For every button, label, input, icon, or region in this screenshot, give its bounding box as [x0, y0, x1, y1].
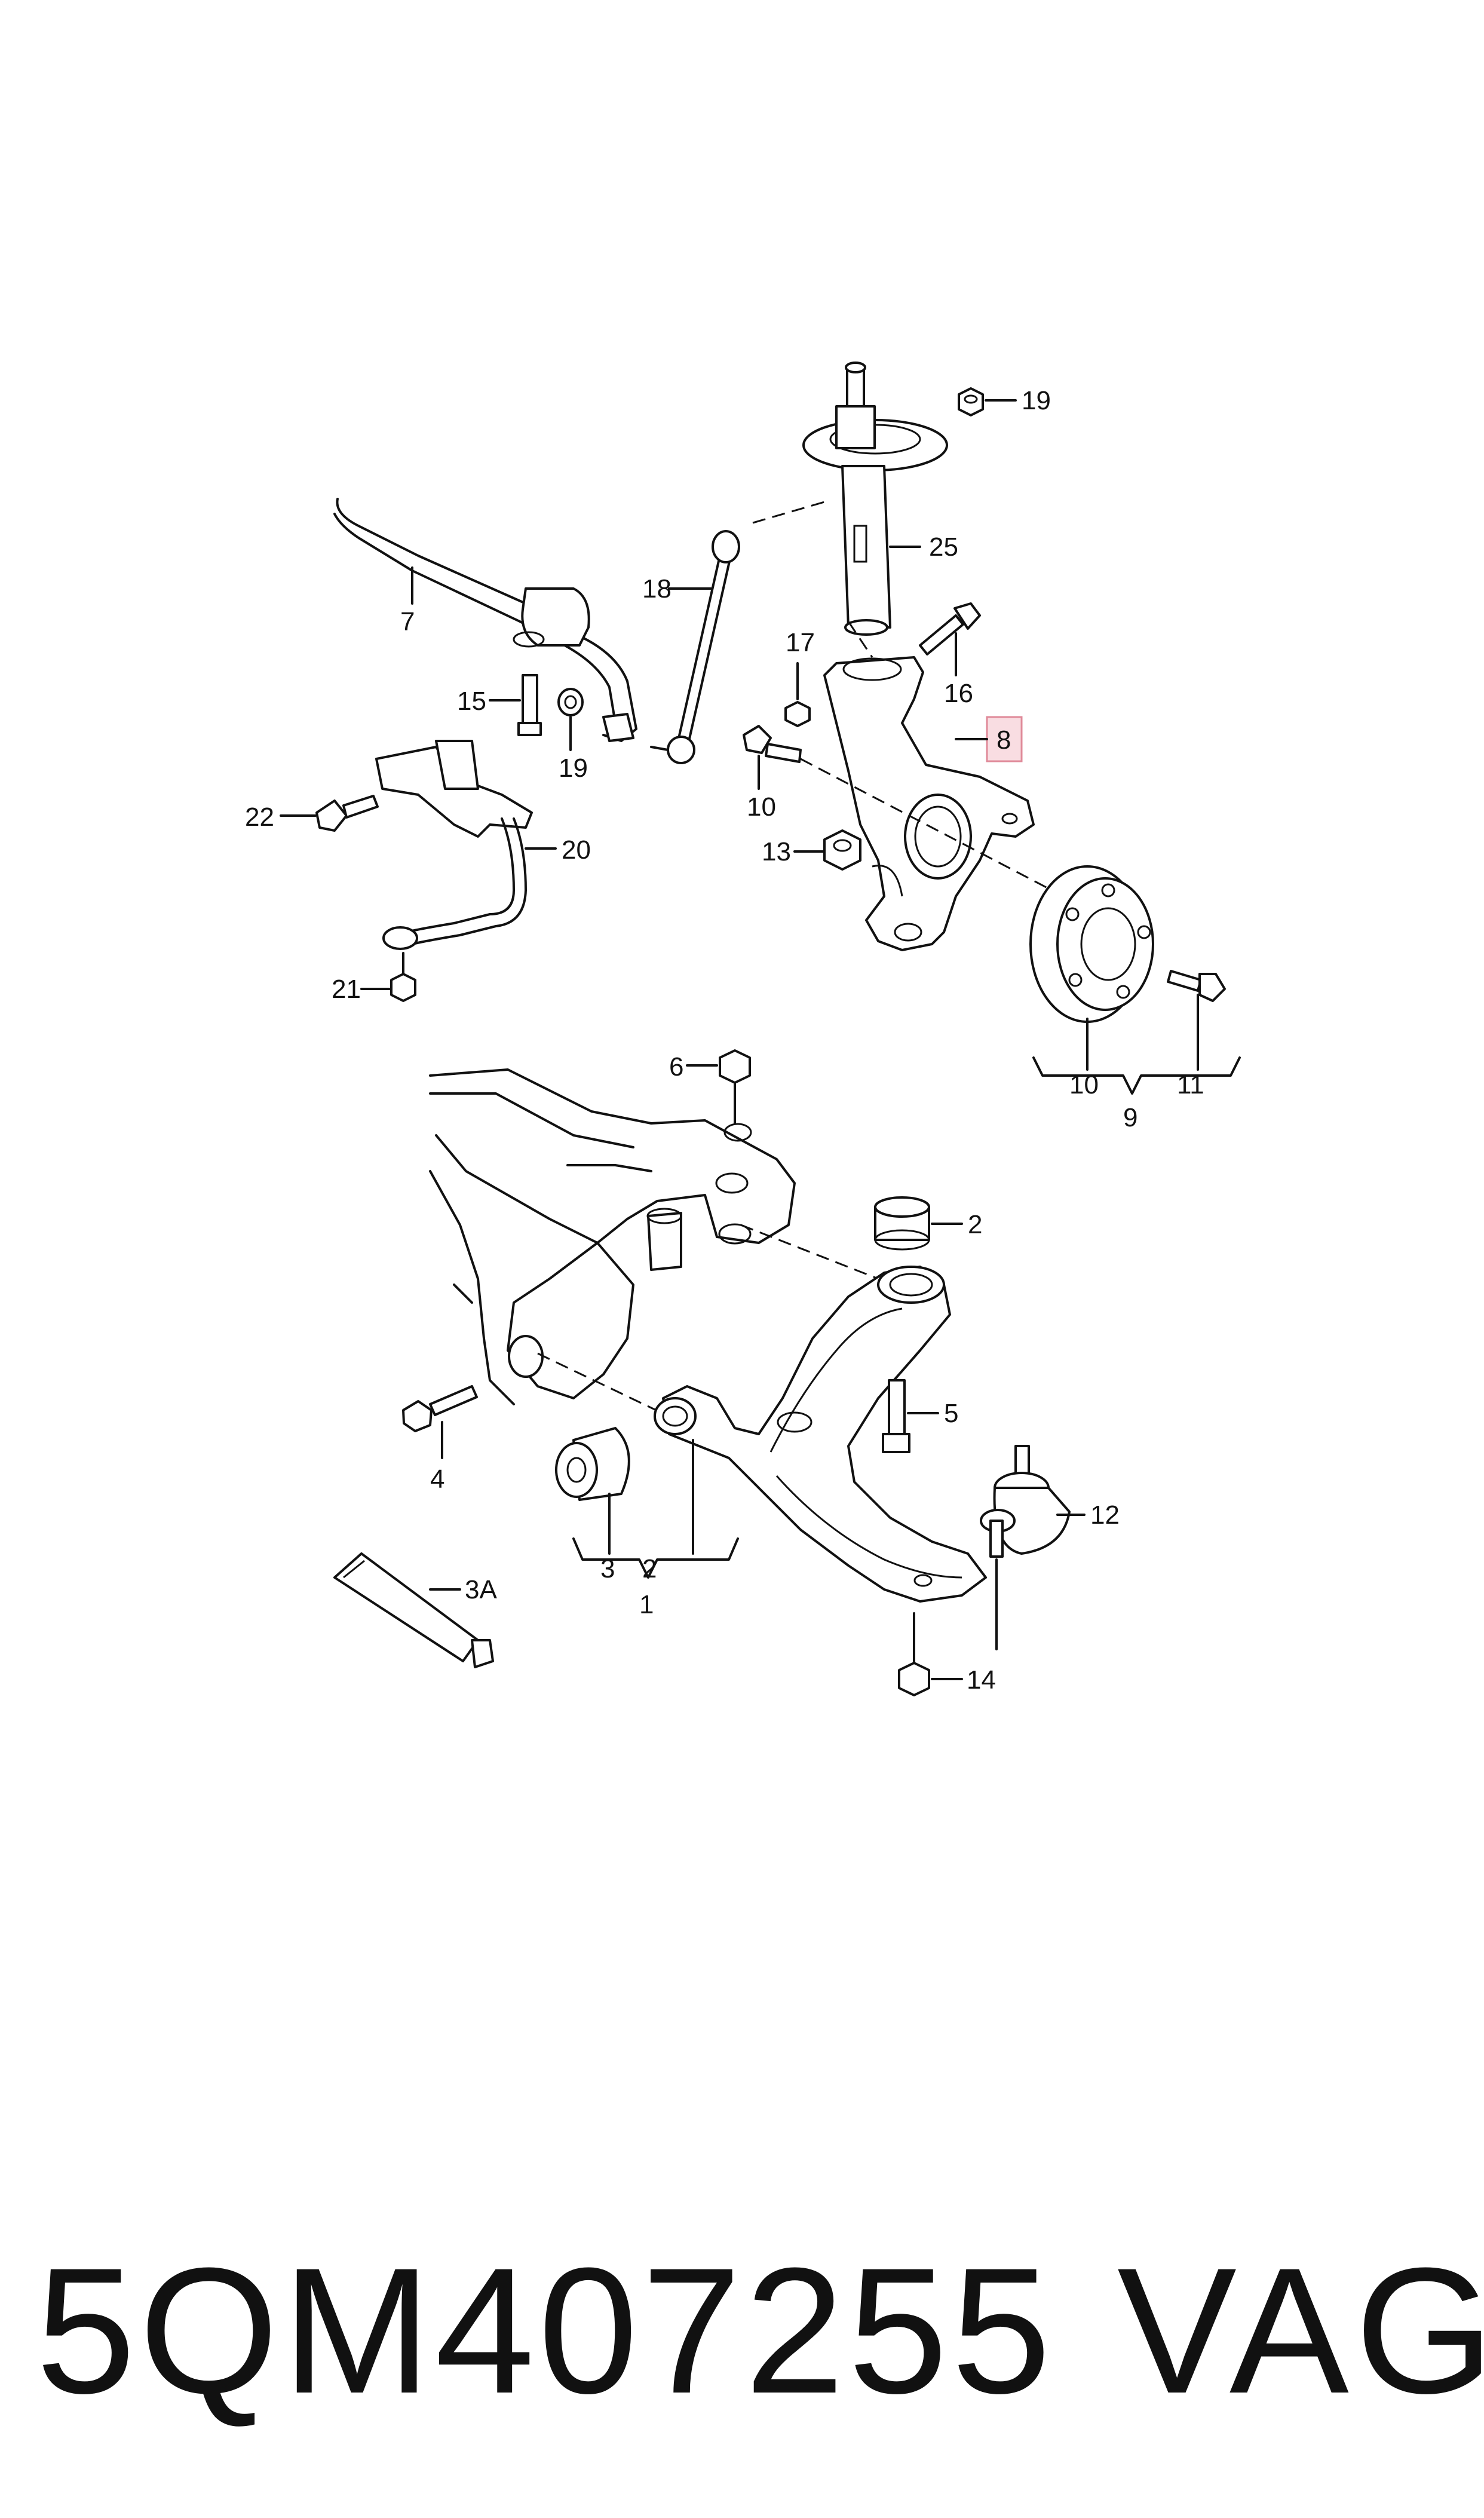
callout-21: 21 — [332, 975, 361, 1004]
callout-17: 17 — [786, 628, 815, 657]
subframe — [429, 1068, 796, 1405]
bolt-16 — [919, 602, 981, 676]
callout-19-top: 19 — [1022, 386, 1051, 415]
level-sensor — [375, 740, 557, 950]
ball-joint-12 — [980, 1445, 1086, 1558]
callout-8: 8 — [997, 725, 1011, 755]
callout-10-left: 10 — [747, 792, 776, 822]
bolt-11 — [1167, 970, 1226, 1002]
nut-13 — [793, 829, 861, 871]
strut-assembly — [802, 362, 948, 636]
bolt-4 — [402, 1385, 478, 1459]
nut-19-top — [958, 387, 1017, 416]
bush-19-lower — [557, 688, 584, 751]
stabilizer-bar — [333, 498, 637, 742]
steering-knuckle — [823, 656, 1035, 951]
nut-14 — [898, 1612, 963, 1696]
bolt-15 — [489, 674, 542, 736]
nut-21 — [360, 952, 416, 1002]
callout-18: 18 — [642, 574, 672, 604]
callout-16: 16 — [944, 679, 973, 708]
callout-9: 9 — [1123, 1103, 1137, 1132]
callout-5: 5 — [944, 1399, 958, 1428]
nut-6 — [686, 1049, 751, 1125]
callout-20: 20 — [562, 835, 591, 865]
suspension-exploded-diagram: 25 19 16 8 17 10 — [245, 362, 1241, 1696]
callout-1: 1 — [639, 1590, 654, 1619]
callout-13: 13 — [762, 837, 791, 866]
control-arm — [654, 1266, 987, 1603]
callout-15: 15 — [457, 687, 486, 716]
wheel-hub — [1029, 865, 1154, 1023]
grease-tube-3A — [333, 1552, 494, 1668]
callout-3A: 3A — [465, 1575, 497, 1604]
brand-label: VAG — [1117, 2230, 1484, 2431]
callout-22: 22 — [245, 802, 274, 832]
callout-25: 25 — [929, 532, 958, 562]
bolt-22 — [280, 795, 379, 832]
coupling-rod — [650, 530, 740, 764]
callout-7: 7 — [400, 607, 415, 636]
part-number: 5QM407255 — [36, 2230, 1055, 2431]
nut-17 — [784, 662, 811, 727]
bolt-10-left — [743, 725, 802, 790]
callout-19-lower: 19 — [559, 753, 588, 783]
callout-4: 4 — [430, 1465, 444, 1494]
bush-3 — [555, 1427, 630, 1555]
footer: 5QM407255 VAG — [0, 2223, 1484, 2438]
callout-2-top: 2 — [968, 1210, 982, 1239]
bush-2-top — [874, 1196, 963, 1251]
bolt-5 — [882, 1379, 939, 1453]
callout-6: 6 — [669, 1052, 683, 1082]
callout-14: 14 — [967, 1665, 996, 1695]
callout-12: 12 — [1090, 1500, 1120, 1530]
